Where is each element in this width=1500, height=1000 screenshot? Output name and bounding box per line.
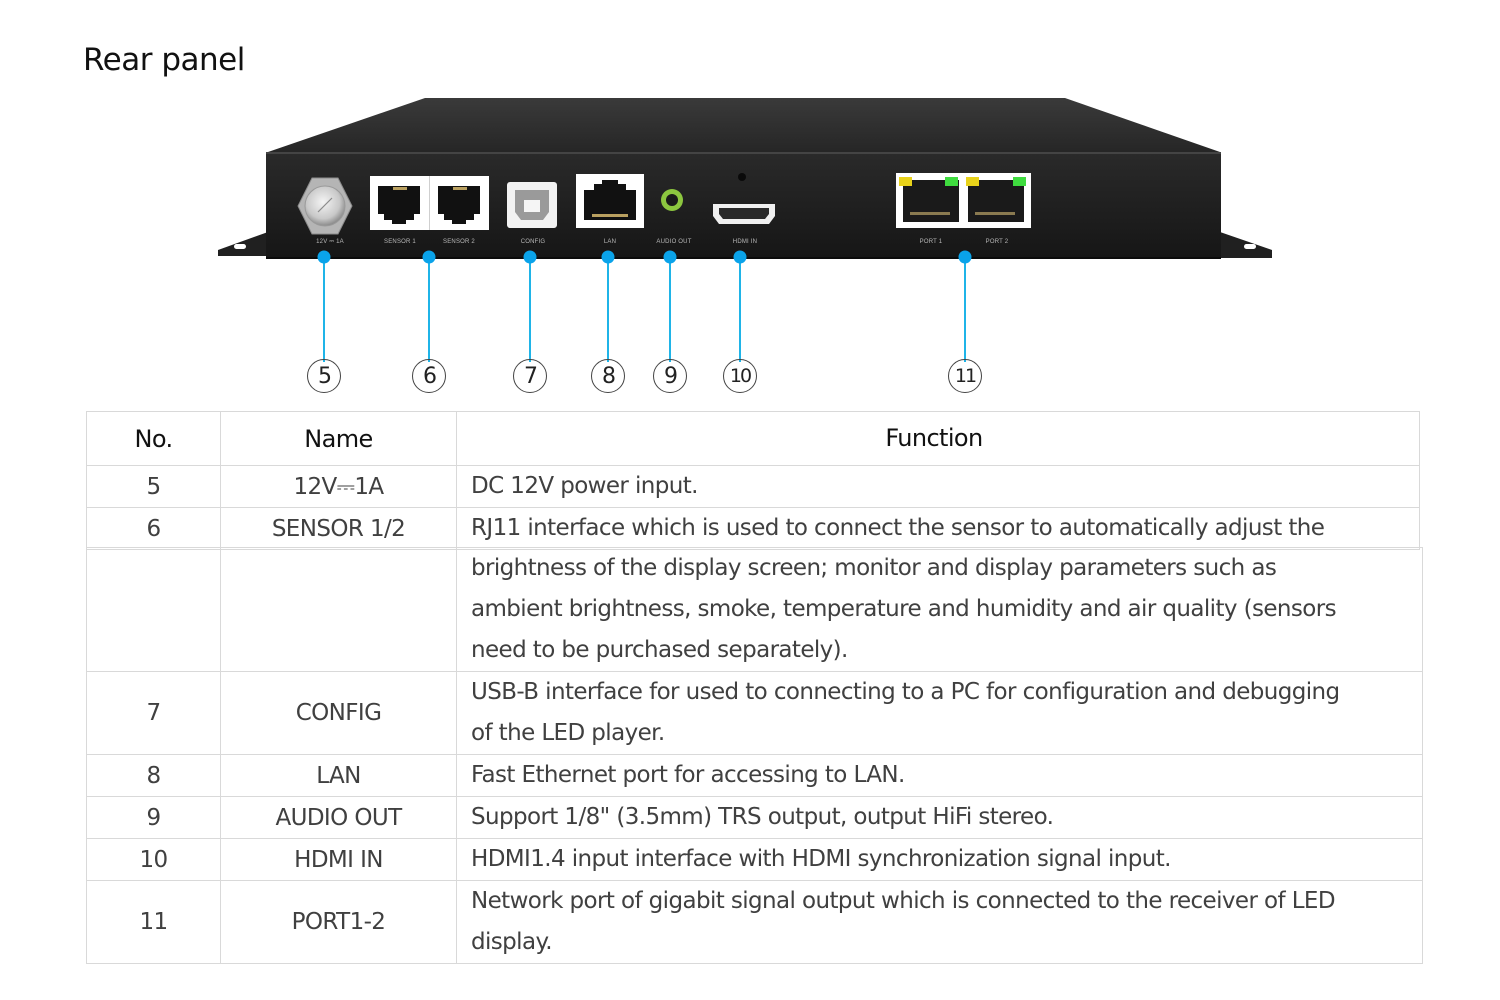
chassis-top — [268, 98, 1220, 152]
cell-name: AUDIO OUT — [220, 796, 457, 839]
table-row: 8 LAN Fast Ethernet port for accessing t… — [86, 754, 1423, 797]
mounting-ear-right — [1220, 232, 1272, 258]
hdmi-port — [713, 204, 775, 224]
function-line: brightness of the display screen; monito… — [471, 555, 1277, 581]
cell-function: USB-B interface for used to connecting t… — [456, 671, 1423, 755]
cell-no: 9 — [86, 796, 221, 839]
port-label-sensor2: SENSOR 2 — [443, 239, 475, 245]
header-no: No. — [86, 411, 221, 466]
indicator-hole — [738, 173, 746, 181]
cell-function: Network port of gigabit signal output wh… — [456, 880, 1423, 964]
function-line: Network port of gigabit signal output wh… — [471, 888, 1336, 914]
table-row: brightness of the display screen; monito… — [86, 547, 1423, 672]
cell-function: DC 12V power input. — [456, 465, 1420, 508]
port-label-audio-out: AUDIO OUT — [656, 239, 692, 245]
device-rear-panel-illustration: 12V ⎓ 1A SENSOR 1 SENSOR 2 CONFIG LAN AU… — [0, 0, 1500, 400]
cell-name: PORT1-2 — [220, 880, 457, 964]
callout-6: 6 — [412, 359, 446, 393]
usb-b-port — [507, 182, 557, 228]
function-line: need to be purchased separately). — [471, 637, 848, 663]
cell-name: CONFIG — [220, 671, 457, 755]
callout-11: 11 — [948, 359, 982, 393]
function-line: USB-B interface for used to connecting t… — [471, 679, 1340, 705]
callout-lines — [323, 257, 966, 362]
callout-7: 7 — [513, 359, 547, 393]
cell-function: Fast Ethernet port for accessing to LAN. — [456, 754, 1423, 797]
cell-function: RJ11 interface which is used to connect … — [456, 507, 1420, 550]
cell-function: brightness of the display screen; monito… — [456, 547, 1423, 672]
cell-no: 10 — [86, 838, 221, 881]
port-label-port1: PORT 1 — [919, 239, 943, 245]
port-function-table-bottom: brightness of the display screen; monito… — [86, 547, 1423, 964]
page-title: Rear panel — [83, 42, 245, 78]
sensor-ports — [370, 176, 489, 230]
cell-function: HDMI1.4 input interface with HDMI synchr… — [456, 838, 1423, 881]
header-name: Name — [220, 411, 457, 466]
cell-name: HDMI IN — [220, 838, 457, 881]
table-row: 5 12V⎓1A DC 12V power input. — [86, 465, 1420, 508]
power-connector — [297, 177, 353, 235]
cell-no: 5 — [86, 465, 221, 508]
table-row: 9 AUDIO OUT Support 1/8" (3.5mm) TRS out… — [86, 796, 1423, 839]
port-label-config: CONFIG — [520, 239, 546, 245]
callout-10: 10 — [723, 359, 757, 393]
cell-function: Support 1/8" (3.5mm) TRS output, output … — [456, 796, 1423, 839]
callout-dots — [317, 250, 972, 264]
table-row: 10 HDMI IN HDMI1.4 input interface with … — [86, 838, 1423, 881]
callout-5: 5 — [307, 359, 341, 393]
table-header-row: No. Name Function — [86, 411, 1420, 466]
port-label-port2: PORT 2 — [985, 239, 1009, 245]
lan-port — [576, 174, 644, 228]
cell-no: 11 — [86, 880, 221, 964]
mounting-ear-left — [218, 232, 268, 256]
gigabit-ports — [896, 173, 1031, 228]
cell-no — [86, 547, 221, 672]
cell-no: 8 — [86, 754, 221, 797]
cell-name: 12V⎓1A — [220, 465, 457, 508]
table-row: 6 SENSOR 1/2 RJ11 interface which is use… — [86, 507, 1420, 550]
device-drawing — [218, 98, 1272, 362]
function-line: display. — [471, 929, 553, 955]
cell-name: SENSOR 1/2 — [220, 507, 457, 550]
port-label-hdmi-in: HDMI IN — [732, 239, 758, 245]
cell-name: LAN — [220, 754, 457, 797]
table-row: 11 PORT1-2 Network port of gigabit signa… — [86, 880, 1423, 964]
port-label-power: 12V ⎓ 1A — [316, 239, 344, 245]
cell-name — [220, 547, 457, 672]
port-function-table-top: No. Name Function 5 12V⎓1A DC 12V power … — [86, 411, 1420, 550]
cell-no: 7 — [86, 671, 221, 755]
cell-no: 6 — [86, 507, 221, 550]
callout-9: 9 — [653, 359, 687, 393]
port-label-sensor1: SENSOR 1 — [384, 239, 416, 245]
callout-8: 8 — [591, 359, 625, 393]
header-function: Function — [456, 411, 1420, 466]
audio-out-jack — [661, 189, 683, 211]
port-label-lan: LAN — [603, 239, 617, 245]
table-row: 7 CONFIG USB-B interface for used to con… — [86, 671, 1423, 755]
function-line: ambient brightness, smoke, temperature a… — [471, 596, 1337, 622]
function-line: of the LED player. — [471, 720, 665, 746]
